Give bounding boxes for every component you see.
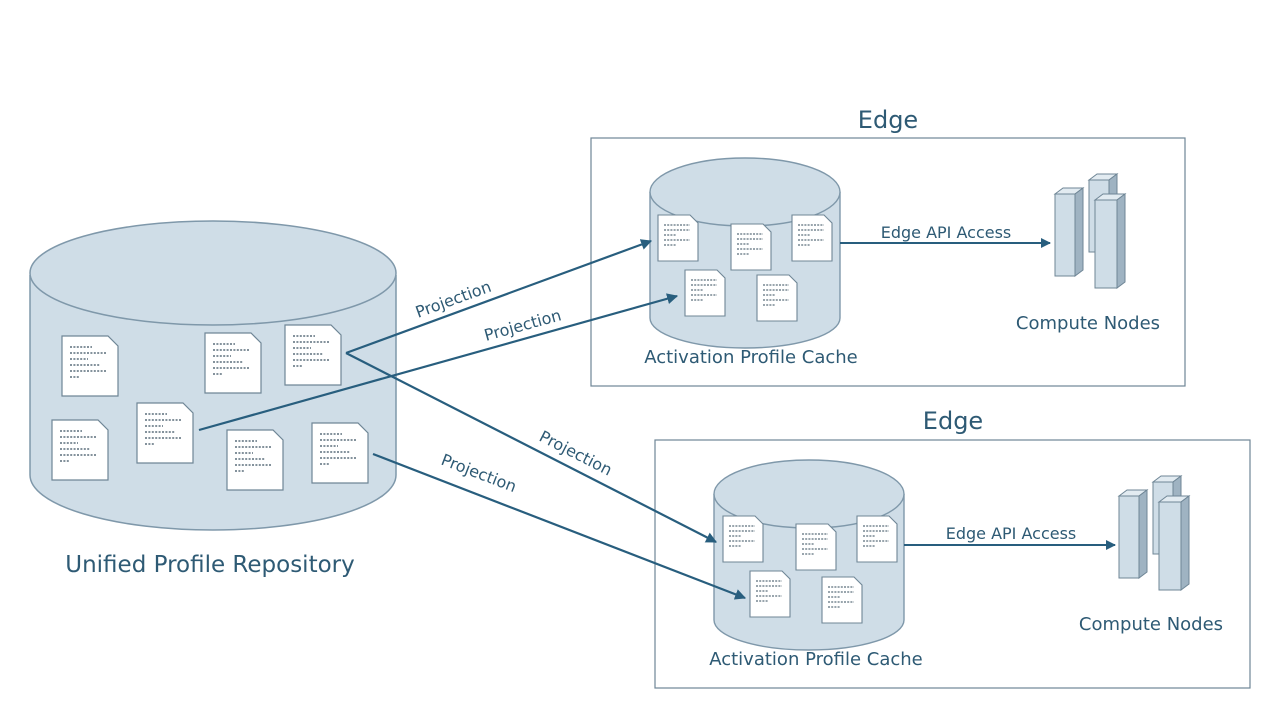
edge-api-label: Edge API Access: [881, 223, 1012, 242]
document-icon: [311, 422, 369, 484]
document-icon: [51, 419, 109, 481]
document-icon: [657, 214, 699, 262]
projection-label: Projection: [439, 450, 520, 496]
document-icon: [226, 429, 284, 491]
activation-profile-cache-cylinder: [649, 157, 841, 349]
cache-label: Activation Profile Cache: [709, 649, 923, 670]
edge-title: Edge: [858, 106, 918, 134]
document-icon: [204, 332, 262, 394]
document-icon: [136, 402, 194, 464]
edge-api-label: Edge API Access: [946, 524, 1077, 543]
document-icon: [61, 335, 119, 397]
edge-box-2: Edge Activation Profile Cache Edge API A…: [654, 407, 1251, 689]
document-icon: [730, 223, 772, 271]
document-icon: [756, 274, 798, 322]
cache-label: Activation Profile Cache: [644, 347, 858, 368]
document-icon: [284, 324, 342, 386]
document-icon: [722, 515, 764, 563]
projection-arrows: [198, 239, 747, 600]
compute-nodes-label: Compute Nodes: [1016, 313, 1160, 334]
compute-nodes-label: Compute Nodes: [1079, 614, 1223, 635]
document-icon: [749, 570, 791, 618]
document-icon: [821, 576, 863, 624]
document-icon: [795, 523, 837, 571]
projection-arrow: [345, 239, 653, 355]
unified-profile-repository-cylinder: [29, 220, 397, 531]
repository-label: Unified Profile Repository: [65, 552, 354, 578]
projection-arrow: [372, 452, 747, 600]
document-icon: [684, 269, 726, 317]
compute-nodes-icon: [1054, 173, 1126, 289]
projection-arrow: [198, 293, 679, 432]
projection-arrow: [345, 352, 717, 543]
compute-nodes-icon: [1118, 475, 1190, 591]
edge-title: Edge: [923, 407, 983, 435]
document-icon: [791, 214, 833, 262]
document-icon: [856, 515, 898, 563]
projection-label: Projection: [413, 277, 494, 322]
activation-profile-cache-cylinder: [713, 459, 905, 651]
edge-box-1: Edge Activation Profile Cache Edge API A…: [590, 106, 1186, 387]
